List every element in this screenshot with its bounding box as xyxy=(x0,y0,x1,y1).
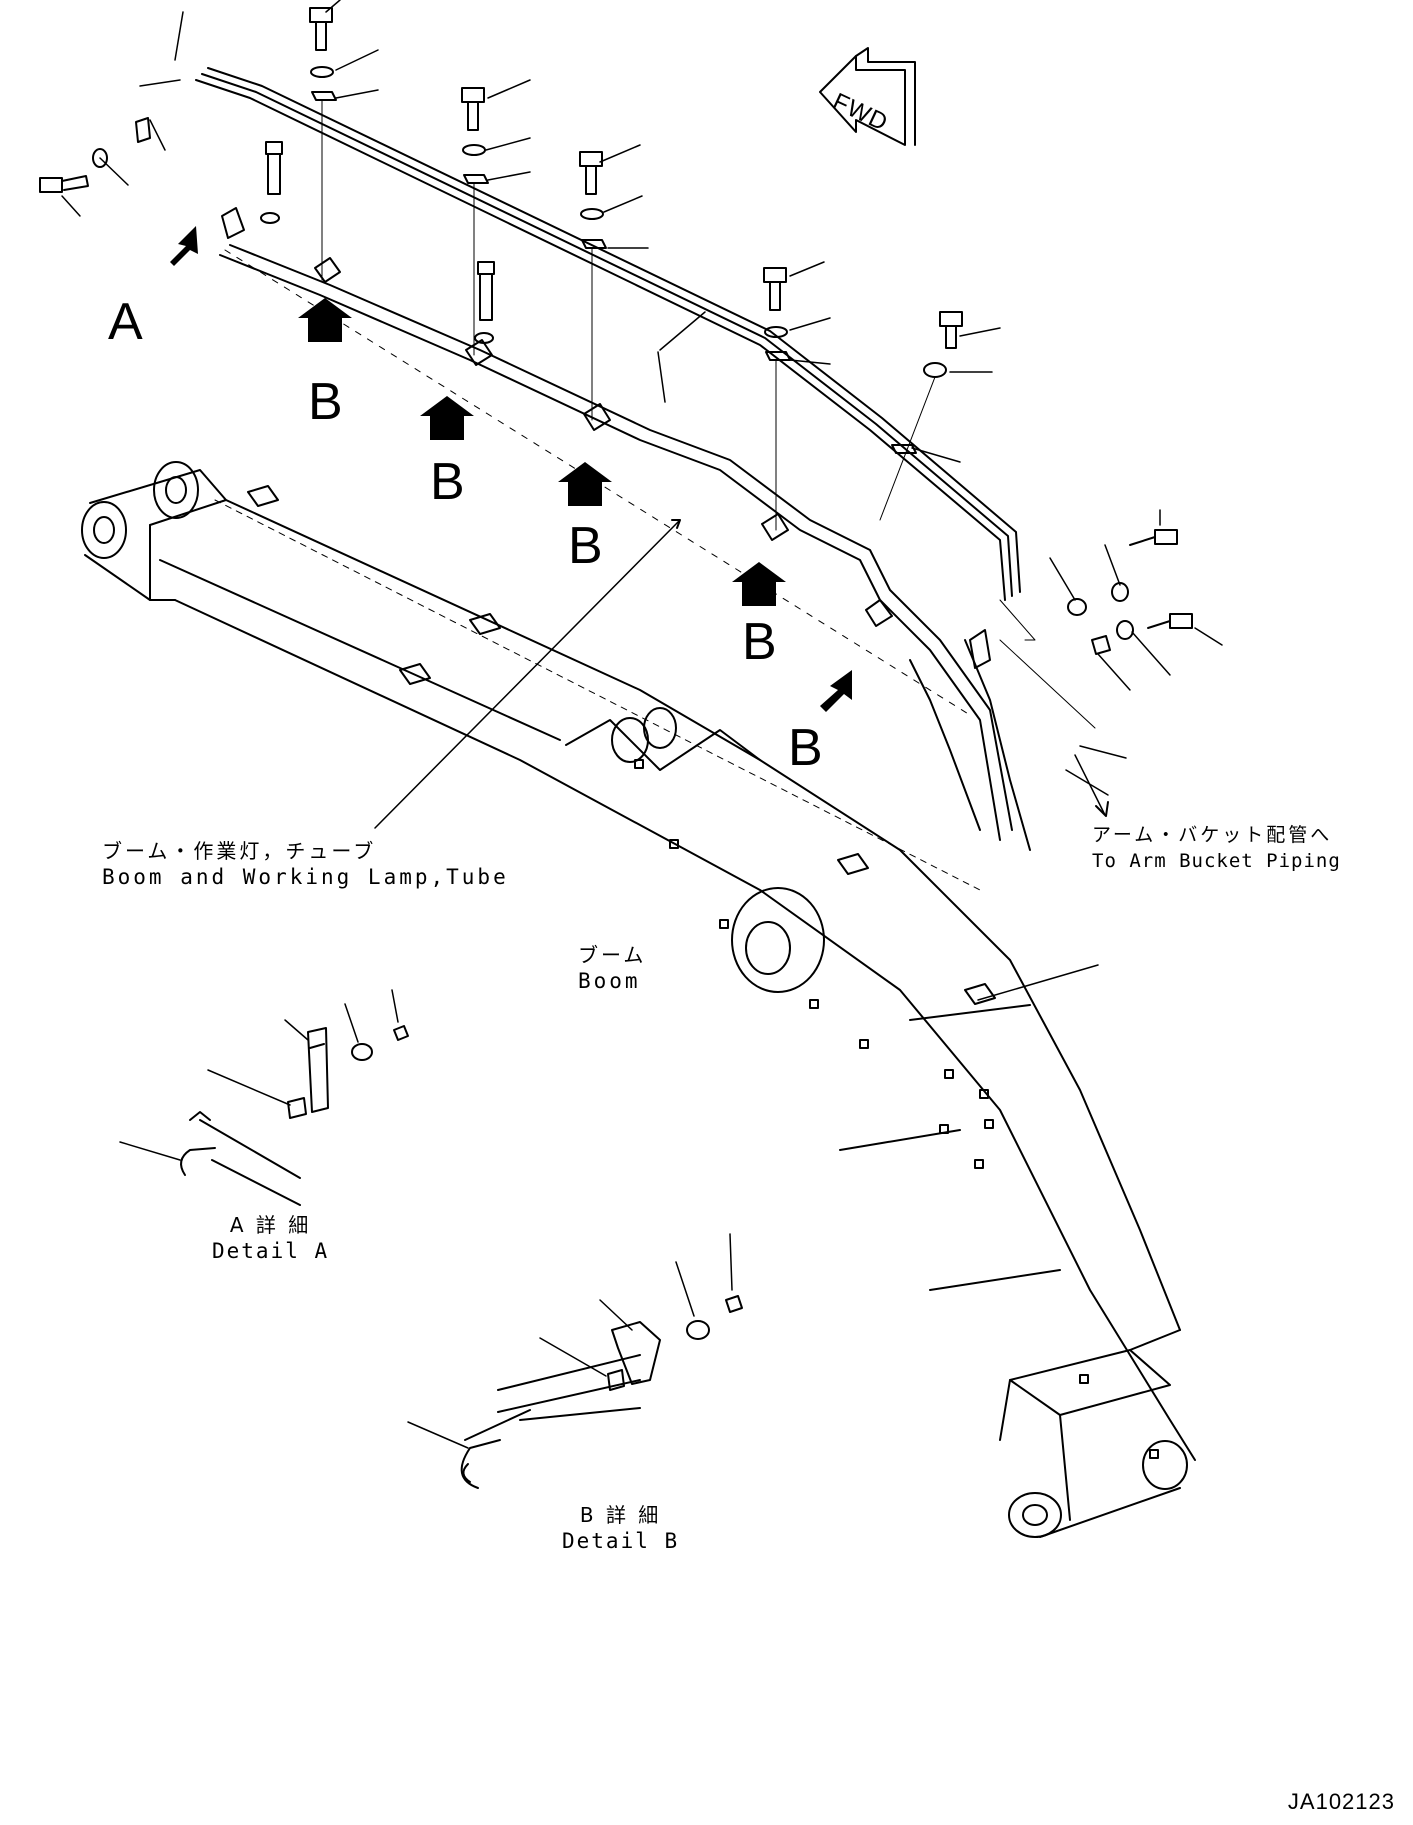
boom-en: Boom xyxy=(578,969,641,993)
boom-caption: ブーム Boom xyxy=(578,942,646,994)
boom-structure xyxy=(81,461,1196,1538)
boom-tube-en: Boom and Working Lamp,Tube xyxy=(102,865,509,889)
bolt-stack-1 xyxy=(309,7,337,281)
bolt-stack-2 xyxy=(461,87,489,356)
callout-b-label-5: B xyxy=(788,719,823,777)
clamps-and-bolts xyxy=(39,7,1193,1005)
callout-arrows xyxy=(170,226,852,712)
callout-a-label: A xyxy=(108,293,143,351)
boom-jp: ブーム xyxy=(578,943,647,967)
callout-b-label-2: B xyxy=(430,453,465,511)
arm-pipe-caption: アーム・バケット配管へ To Arm Bucket Piping xyxy=(1092,822,1341,874)
tube-runs xyxy=(195,67,1031,891)
bolt-stack-5 xyxy=(879,311,963,521)
detail-a-en: Detail A xyxy=(212,1239,330,1263)
boom-tube-caption: ブーム・作業灯，チューブ Boom and Working Lamp,Tube xyxy=(102,838,509,890)
bolt-stack-4 xyxy=(763,267,791,531)
arm-pipe-en: To Arm Bucket Piping xyxy=(1092,850,1341,872)
detail-a-caption: A 詳 細 Detail A xyxy=(212,1212,329,1264)
callout-b-label-1: B xyxy=(308,373,343,431)
detail-b-jp: B 詳 細 xyxy=(579,1503,662,1527)
leader-lines xyxy=(61,0,1223,1001)
detail-b-caption: B 詳 細 Detail B xyxy=(562,1502,679,1554)
arm-pipe-jp: アーム・バケット配管へ xyxy=(1092,824,1333,846)
callout-b-label-4: B xyxy=(742,613,777,671)
boom-tube-jp: ブーム・作業灯，チューブ xyxy=(102,839,377,863)
detail-b-drawing xyxy=(407,1233,743,1489)
callout-b-label-3: B xyxy=(568,517,603,575)
detail-a-jp: A 詳 細 xyxy=(229,1213,312,1237)
drawing-code: JA102123 xyxy=(1287,1789,1395,1814)
fwd-arrow-icon xyxy=(819,47,916,146)
bolt-stack-3 xyxy=(579,151,607,421)
detail-b-en: Detail B xyxy=(562,1529,680,1553)
detail-a-drawing xyxy=(119,989,409,1206)
